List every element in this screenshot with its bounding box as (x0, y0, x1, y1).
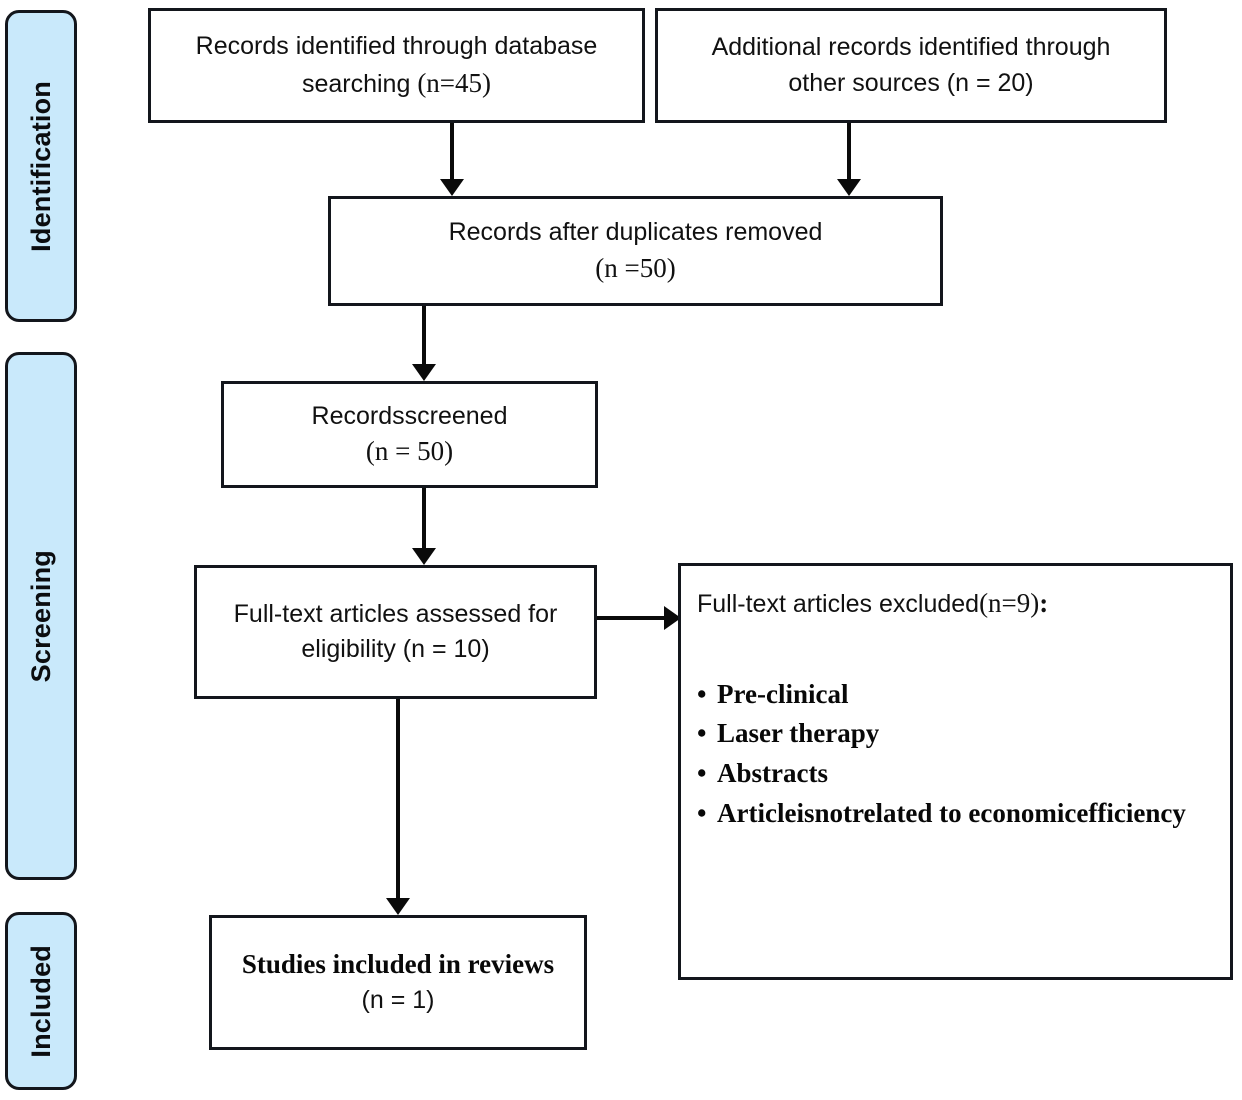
box-records-screened-count: (n = 50) (365, 436, 454, 467)
bullet-icon: • (697, 718, 707, 749)
box-records-screened: Recordsscreened (n = 50) (221, 381, 598, 488)
box-other-sources-line-1: Additional records identified through (711, 33, 1111, 61)
box-fulltext-excluded: Full-text articles excluded(n=9): • Pre-… (678, 563, 1233, 980)
box-studies-included-in-reviews: Studies included in reviews (n = 1) (209, 915, 587, 1050)
bullet-icon: • (697, 678, 707, 709)
stage-tab-identification: Identification (5, 10, 77, 322)
box-studies-included-count: (n = 1) (361, 985, 435, 1014)
box-fulltext-excluded-colon: : (1039, 588, 1049, 618)
excluded-reason-label: Articleisnotrelated to economicefficienc… (717, 798, 1186, 829)
arrow-duplicates-to-screened (412, 306, 436, 381)
stage-tab-screening: Screening (5, 352, 77, 880)
box-fulltext-assessed-for-eligibility: Full-text articles assessed for eligibil… (194, 565, 597, 699)
arrow-other-sources-to-duplicates (837, 123, 861, 196)
box-records-after-duplicates-removed: Records after duplicates removed (n =50) (328, 196, 943, 306)
box-fulltext-excluded-header: Full-text articles excluded(n=9): (697, 584, 1048, 623)
box-duplicates-line-1: Records after duplicates removed (448, 218, 823, 247)
box-database-count: (n=45) (417, 68, 492, 98)
stage-tab-screening-label: Screening (25, 549, 56, 683)
list-item: • Abstracts (697, 754, 1186, 794)
box-records-screened-line-1: Recordsscreened (311, 401, 508, 430)
stage-tab-included: Included (5, 912, 77, 1090)
arrow-fulltext-to-excluded (597, 606, 681, 630)
arrow-database-to-duplicates (440, 123, 464, 196)
box-records-identified-other-sources: Additional records identified through ot… (655, 8, 1167, 123)
box-database-line-2: searching (n=45) (302, 64, 491, 103)
stage-tab-identification-label: Identification (25, 80, 56, 252)
box-fulltext-excluded-count: (n=9) (979, 588, 1040, 618)
list-item: • Pre-clinical (697, 675, 1186, 715)
box-database-line-2-text: searching (301, 70, 418, 98)
box-other-sources-line-2: other sources (n = 20) (788, 68, 1034, 97)
stage-tab-included-label: Included (25, 944, 56, 1058)
box-fulltext-assessed-line-1: Full-text articles assessed for (233, 599, 558, 628)
arrow-fulltext-to-studies-included (386, 699, 410, 915)
excluded-reason-label: Pre-clinical (717, 678, 849, 709)
list-item: • Articleisnotrelated to economicefficie… (697, 794, 1186, 834)
box-fulltext-excluded-header-text: Full-text articles excluded (697, 590, 980, 618)
box-studies-included-line-1: Studies included in reviews (241, 948, 555, 979)
list-item: • Laser therapy (697, 714, 1186, 754)
bullet-icon: • (697, 758, 707, 789)
arrow-screened-to-fulltext (412, 488, 436, 565)
excluded-reason-label: Laser therapy (717, 718, 880, 749)
box-records-identified-database: Records identified through database sear… (148, 8, 645, 123)
box-duplicates-count: (n =50) (595, 252, 676, 283)
box-database-line-1: Records identified through database (195, 31, 598, 60)
excluded-reasons-list: • Pre-clinical • Laser therapy • Abstrac… (697, 675, 1186, 835)
excluded-reason-label: Abstracts (717, 758, 828, 789)
bullet-icon: • (697, 798, 707, 829)
box-fulltext-assessed-line-2: eligibility (n = 10) (301, 635, 490, 663)
